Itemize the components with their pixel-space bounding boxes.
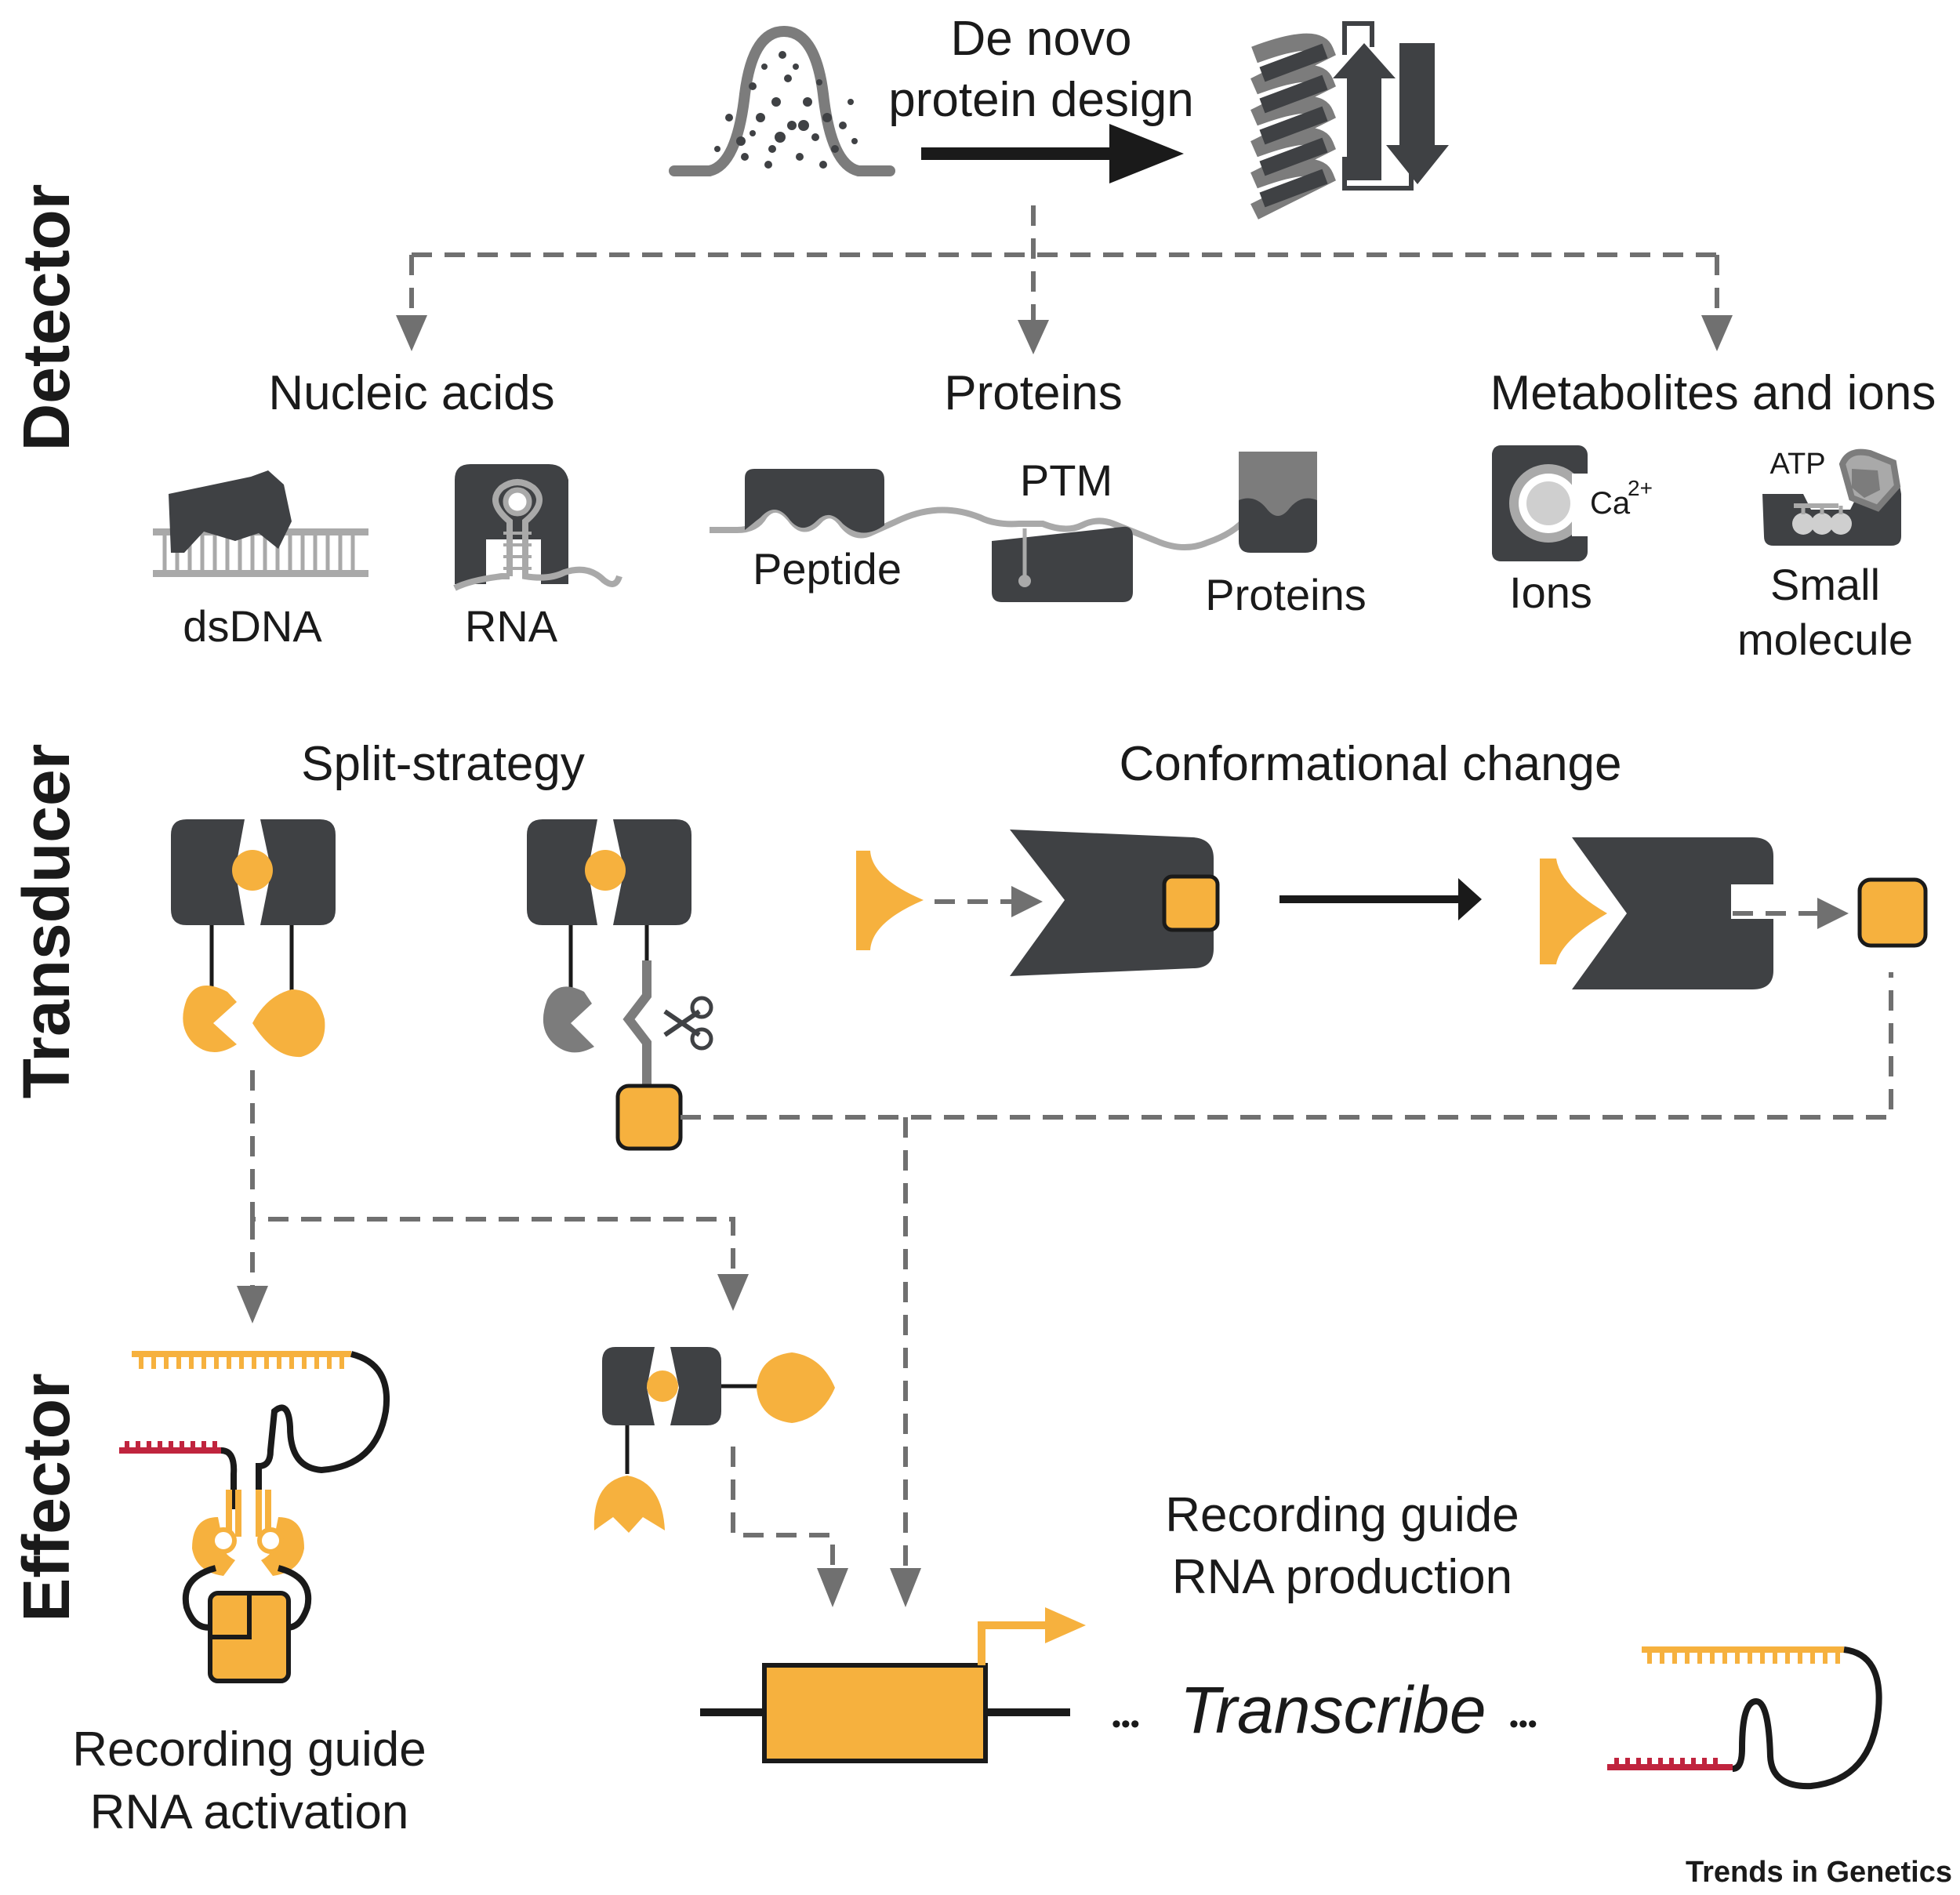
label-ptm: PTM bbox=[1020, 456, 1112, 505]
ions-icon bbox=[1492, 445, 1611, 561]
heading-nucleic-acids: Nucleic acids bbox=[268, 366, 554, 420]
ellipsis-right: ••• bbox=[1509, 1709, 1537, 1739]
section-label-detector: Detector bbox=[9, 184, 83, 452]
split-strategy-protease-icon bbox=[527, 819, 691, 1151]
dsdna-icon bbox=[153, 470, 368, 577]
scissors-icon bbox=[663, 996, 713, 1051]
de-novo-title-line1: De novo bbox=[951, 12, 1132, 66]
journal-credit: Trends in Genetics bbox=[1686, 1856, 1952, 1889]
section-label-transducer: Transducer bbox=[9, 744, 83, 1099]
label-small-molecule-line2: molecule bbox=[1737, 615, 1913, 664]
effector-split-icon bbox=[593, 1347, 835, 1533]
designed-protein-icon bbox=[1250, 21, 1449, 220]
heading-proteins: Proteins bbox=[944, 366, 1122, 420]
proteins-detector-icon bbox=[710, 452, 1317, 602]
label-atp: ATP bbox=[1769, 448, 1825, 481]
label-production-line1: Recording guide bbox=[1165, 1488, 1519, 1542]
heading-metabolites-ions: Metabolites and ions bbox=[1490, 366, 1936, 420]
rna-icon bbox=[453, 464, 622, 591]
detector-branch-arrows bbox=[396, 205, 1733, 354]
guide-rna-activation-icon bbox=[119, 1351, 390, 1683]
label-production-line2: RNA production bbox=[1172, 1550, 1512, 1604]
split-strategy-orange-halves-icon bbox=[171, 819, 336, 1058]
label-activation-line1: Recording guide bbox=[72, 1723, 426, 1777]
de-novo-title-line2: protein design bbox=[888, 73, 1194, 127]
label-transcribe: Transcribe bbox=[1180, 1673, 1486, 1747]
label-ion-symbol: Ca bbox=[1590, 486, 1631, 521]
label-proteins: Proteins bbox=[1205, 570, 1366, 619]
design-arrow bbox=[921, 124, 1184, 183]
section-label-effector: Effector bbox=[9, 1373, 83, 1621]
heading-split-strategy: Split-strategy bbox=[301, 737, 585, 791]
produced-guide-rna-icon bbox=[1607, 1646, 1882, 1790]
conformational-change-before-icon bbox=[856, 830, 1220, 976]
heading-conformational-change: Conformational change bbox=[1119, 737, 1621, 791]
label-peptide: Peptide bbox=[753, 544, 902, 594]
ellipsis-left: ••• bbox=[1112, 1709, 1140, 1739]
small-molecule-icon bbox=[1762, 448, 1901, 546]
label-ions: Ions bbox=[1509, 568, 1592, 617]
label-dsdna: dsDNA bbox=[183, 601, 322, 651]
label-small-molecule-line1: Small bbox=[1770, 560, 1880, 609]
conformational-change-arrow bbox=[1279, 878, 1482, 920]
label-rna: RNA bbox=[465, 601, 558, 651]
sequence-distribution-icon bbox=[669, 25, 895, 176]
conformational-change-after-icon bbox=[1540, 837, 1928, 989]
label-activation-line2: RNA activation bbox=[90, 1785, 409, 1839]
transducer-effector-arrows bbox=[237, 972, 1893, 1607]
label-ion-charge: 2+ bbox=[1628, 476, 1653, 500]
gene-promoter-icon bbox=[700, 1607, 1086, 1763]
